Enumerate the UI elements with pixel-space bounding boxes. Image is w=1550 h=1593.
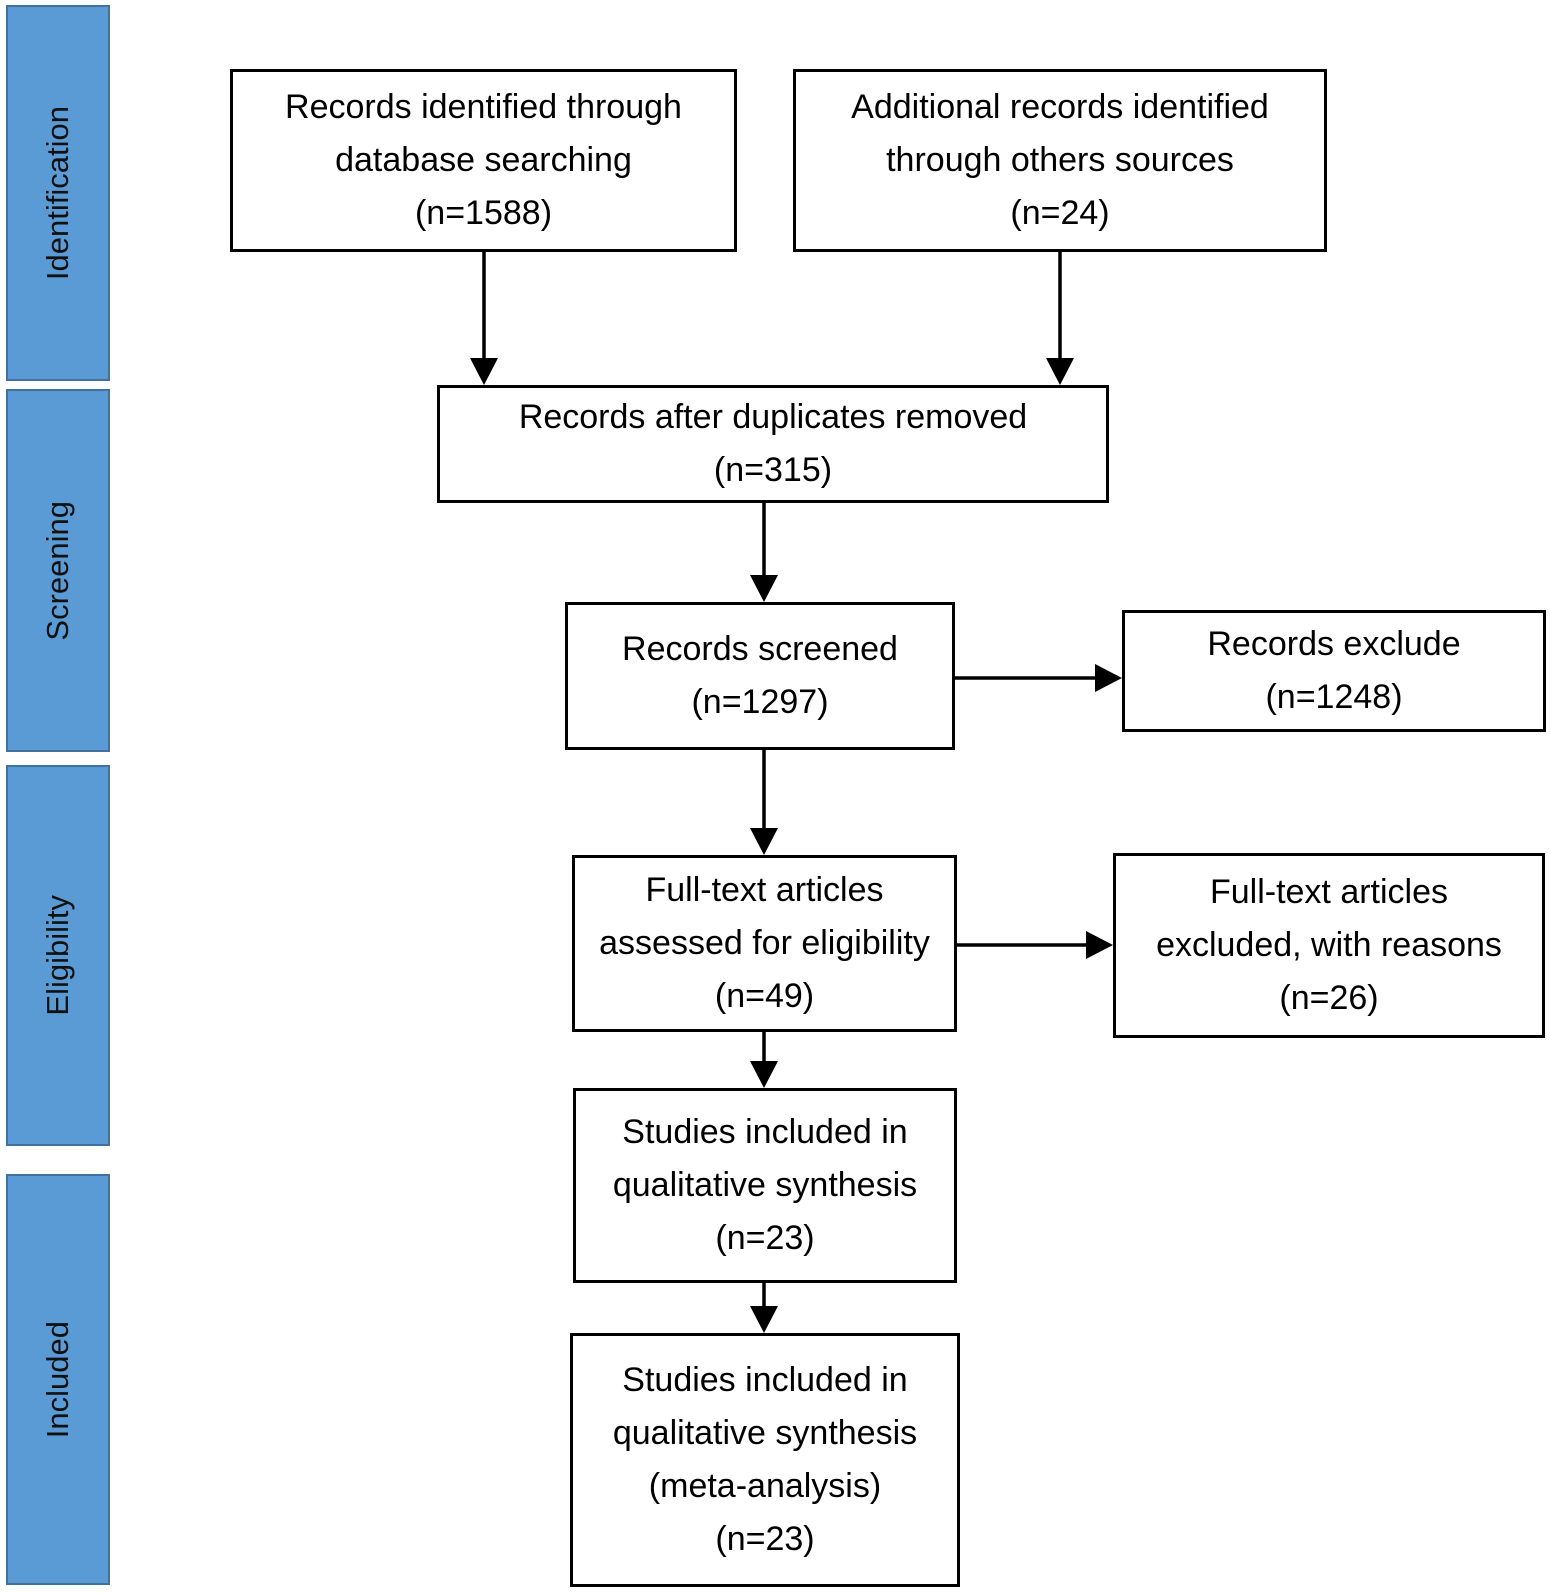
arrow-down-screened-to-fulltext xyxy=(750,750,778,855)
box-text-line: (n=23) xyxy=(715,1520,815,1558)
stage-label-included: Included xyxy=(40,1320,75,1439)
box-text-line: Records screened xyxy=(622,630,898,668)
box-text-line: assessed for eligibility xyxy=(599,924,930,962)
stage-bar-identification: Identification xyxy=(6,5,110,381)
box-text-line: database searching xyxy=(335,141,632,179)
arrow-down-identified-db xyxy=(470,252,498,385)
box-meta-analysis: Studies included in qualitative synthesi… xyxy=(570,1333,960,1587)
box-text-line: (n=23) xyxy=(715,1219,815,1257)
box-text-line: Full-text articles xyxy=(645,871,884,909)
box-text-line: Studies included in xyxy=(622,1113,908,1151)
box-text-line: (n=1248) xyxy=(1265,678,1403,716)
box-records-identified-database: Records identified through database sear… xyxy=(230,69,737,252)
box-text-line: Full-text articles xyxy=(1209,873,1449,911)
stage-label-identification: Identification xyxy=(40,105,75,281)
arrow-down-fulltext-to-qualitative xyxy=(750,1032,778,1088)
box-text-line: (n=26) xyxy=(1279,979,1379,1017)
box-text-line: (meta-analysis) xyxy=(648,1467,882,1505)
box-text-line: qualitative synthesis xyxy=(612,1166,918,1204)
box-text-line: (n=24) xyxy=(1010,194,1110,232)
box-text-line: excluded, with reasons xyxy=(1156,926,1502,964)
box-text-line: Additional records identified xyxy=(851,88,1269,126)
box-text-line: (n=315) xyxy=(713,451,833,489)
box-text-line: (n=1588) xyxy=(414,194,553,232)
box-duplicates-removed: Records after duplicates removed (n=315) xyxy=(437,385,1109,503)
box-qualitative-synthesis: Studies included in qualitative synthesi… xyxy=(573,1088,957,1283)
box-text-line: (n=1297) xyxy=(691,683,829,721)
box-additional-records: Additional records identified through ot… xyxy=(793,69,1327,252)
stage-bar-eligibility: Eligibility xyxy=(6,765,110,1146)
arrow-down-identified-other xyxy=(1046,252,1074,385)
box-text-line: Records after duplicates removed xyxy=(518,398,1028,436)
box-text-line: Studies included in xyxy=(622,1361,908,1399)
stage-label-screening: Screening xyxy=(40,500,75,641)
box-text-line: (n=49) xyxy=(714,977,815,1015)
box-records-excluded: Records exclude (n=1248) xyxy=(1122,610,1546,732)
stage-label-eligibility: Eligibility xyxy=(40,895,75,1016)
stage-bar-included: Included xyxy=(6,1174,110,1585)
arrow-down-duplicates-to-screened xyxy=(750,503,778,602)
box-text-line: qualitative synthesis xyxy=(612,1414,918,1452)
arrow-down-qualitative-to-meta xyxy=(750,1283,778,1333)
stage-bar-screening: Screening xyxy=(6,389,110,752)
arrow-right-fulltext-to-excluded xyxy=(957,931,1113,959)
box-text-line: through others sources xyxy=(886,141,1234,179)
box-text-line: Records exclude xyxy=(1207,625,1461,663)
box-fulltext-assessed: Full-text articles assessed for eligibil… xyxy=(572,855,957,1032)
arrow-right-screened-to-excluded xyxy=(955,664,1122,692)
box-records-screened: Records screened (n=1297) xyxy=(565,602,955,750)
box-text-line: Records identified through xyxy=(285,88,682,126)
box-fulltext-excluded: Full-text articles excluded, with reason… xyxy=(1113,853,1545,1038)
